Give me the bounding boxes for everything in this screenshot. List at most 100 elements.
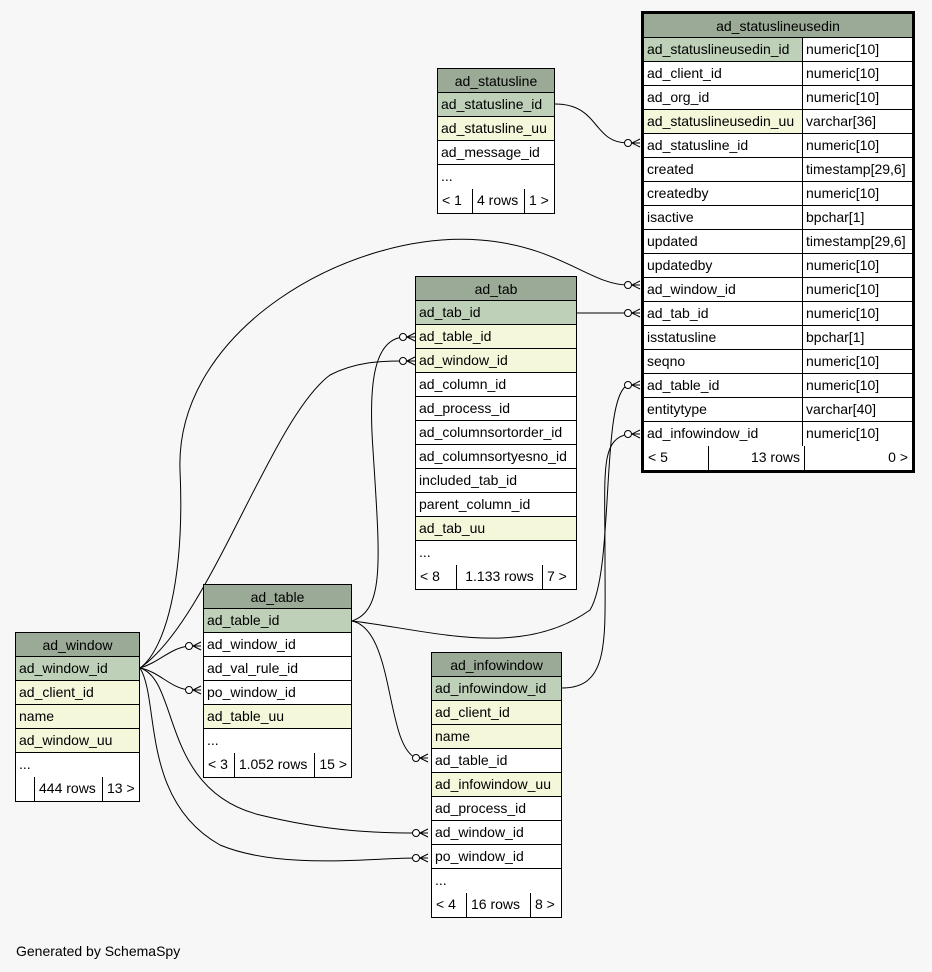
parents-link[interactable]: < 5	[648, 449, 668, 465]
column-row[interactable]: ad_infowindow_uu	[432, 773, 561, 797]
children-link[interactable]: 0 >	[804, 446, 912, 470]
column-row[interactable]: ad_statusline_id	[438, 93, 554, 117]
column-row[interactable]: ad_table_uu	[204, 705, 351, 729]
table-ad-statuslineusedin[interactable]: ad_statuslineusedin ad_statuslineusedin_…	[641, 11, 915, 473]
parents-link[interactable]: < 4	[436, 896, 456, 912]
column-row[interactable]: ad_columnsortyesno_id	[416, 445, 576, 469]
column-name: created	[647, 161, 694, 177]
edge-statusline-usedin	[554, 103, 629, 144]
edge-end-marker	[412, 828, 429, 838]
column-type: bpchar[1]	[802, 206, 912, 229]
column-row[interactable]: ad_window_id	[416, 349, 576, 373]
column-row[interactable]: ad_window_id	[16, 657, 139, 681]
column-row[interactable]: ad_message_id	[438, 141, 554, 165]
column-row[interactable]: ad_statusline_uu	[438, 117, 554, 141]
column-row[interactable]: ad_val_rule_id	[204, 657, 351, 681]
children-link[interactable]: 15 >	[314, 753, 351, 777]
column-name: ad_val_rule_id	[207, 660, 299, 676]
edge-window-table-1	[139, 645, 190, 669]
column-row[interactable]: ...	[438, 165, 554, 189]
column-row[interactable]: ad_tab_uu	[416, 517, 576, 541]
column-row[interactable]: parent_column_id	[416, 493, 576, 517]
column-row[interactable]: ad_tab_id	[416, 301, 576, 325]
parents-link[interactable]: < 8	[420, 568, 440, 584]
column-row[interactable]: ad_process_id	[416, 397, 576, 421]
column-row[interactable]: ...	[416, 541, 576, 565]
edge-end-marker	[412, 753, 429, 763]
column-name: entitytype	[647, 401, 707, 417]
column-name: ad_columnsortyesno_id	[419, 448, 567, 464]
column-row[interactable]: ad_table_id	[416, 325, 576, 349]
table-footer: < 5 13 rows 0 >	[644, 446, 912, 470]
column-row[interactable]: ad_process_id	[432, 797, 561, 821]
column-name: ad_table_id	[207, 612, 280, 628]
parents-link[interactable]	[16, 777, 34, 801]
column-name: ...	[19, 756, 31, 772]
column-row[interactable]: ad_window_uu	[16, 729, 139, 753]
column-row[interactable]: po_window_id	[204, 681, 351, 705]
table-title: ad_statusline	[454, 72, 538, 89]
column-row[interactable]: ad_infowindow_id	[432, 677, 561, 701]
edge-end-marker	[185, 641, 202, 651]
table-ad-table[interactable]: ad_table ad_table_id ad_window_id ad_val_r…	[203, 584, 352, 778]
column-name: ad_columnsortorder_id	[419, 424, 563, 440]
column-row[interactable]: ad_column_id	[416, 373, 576, 397]
row-count: 444 rows	[34, 777, 102, 801]
children-link[interactable]: 1 >	[524, 189, 554, 213]
column-row[interactable]: name	[432, 725, 561, 749]
parents-link[interactable]: < 3	[208, 756, 228, 772]
children-link[interactable]: 13 >	[102, 777, 139, 801]
column-row[interactable]: ad_columnsortorder_id	[416, 421, 576, 445]
column-name: ad_client_id	[435, 704, 510, 720]
column-row[interactable]: ad_window_id	[432, 821, 561, 845]
column-name: ad_tab_uu	[419, 520, 486, 536]
children-link[interactable]: 7 >	[542, 565, 576, 589]
column-row[interactable]: included_tab_id	[416, 469, 576, 493]
column-row[interactable]: ad_window_id	[204, 633, 351, 657]
table-footer: < 8 1.133 rows 7 >	[416, 565, 576, 589]
column-type: numeric[10]	[802, 422, 912, 446]
row-count: 1.052 rows	[233, 753, 315, 777]
parents-link[interactable]: < 1	[442, 192, 462, 208]
column-row[interactable]: ...	[432, 869, 561, 893]
edge-end-marker	[412, 853, 429, 863]
column-row[interactable]: ad_table_id	[432, 749, 561, 773]
column-row[interactable]: ad_client_id	[432, 701, 561, 725]
column-row[interactable]: ...	[204, 729, 351, 753]
column-type: numeric[10]	[802, 182, 912, 205]
column-type: numeric[10]	[802, 278, 912, 301]
table-title: ad_table	[250, 588, 305, 605]
column-type: numeric[10]	[802, 86, 912, 109]
column-row[interactable]: po_window_id	[432, 845, 561, 869]
generated-by-text: Generated by SchemaSpy	[16, 943, 181, 959]
column-row[interactable]: ...	[16, 753, 139, 777]
column-row[interactable]: ad_client_id	[16, 681, 139, 705]
column-row[interactable]: name	[16, 705, 139, 729]
column-name: name	[19, 708, 55, 724]
children-link[interactable]: 8 >	[530, 893, 561, 917]
column-row[interactable]: ad_table_id	[204, 609, 351, 633]
column-name: ad_message_id	[441, 144, 540, 160]
column-name: ad_window_uu	[19, 732, 113, 748]
